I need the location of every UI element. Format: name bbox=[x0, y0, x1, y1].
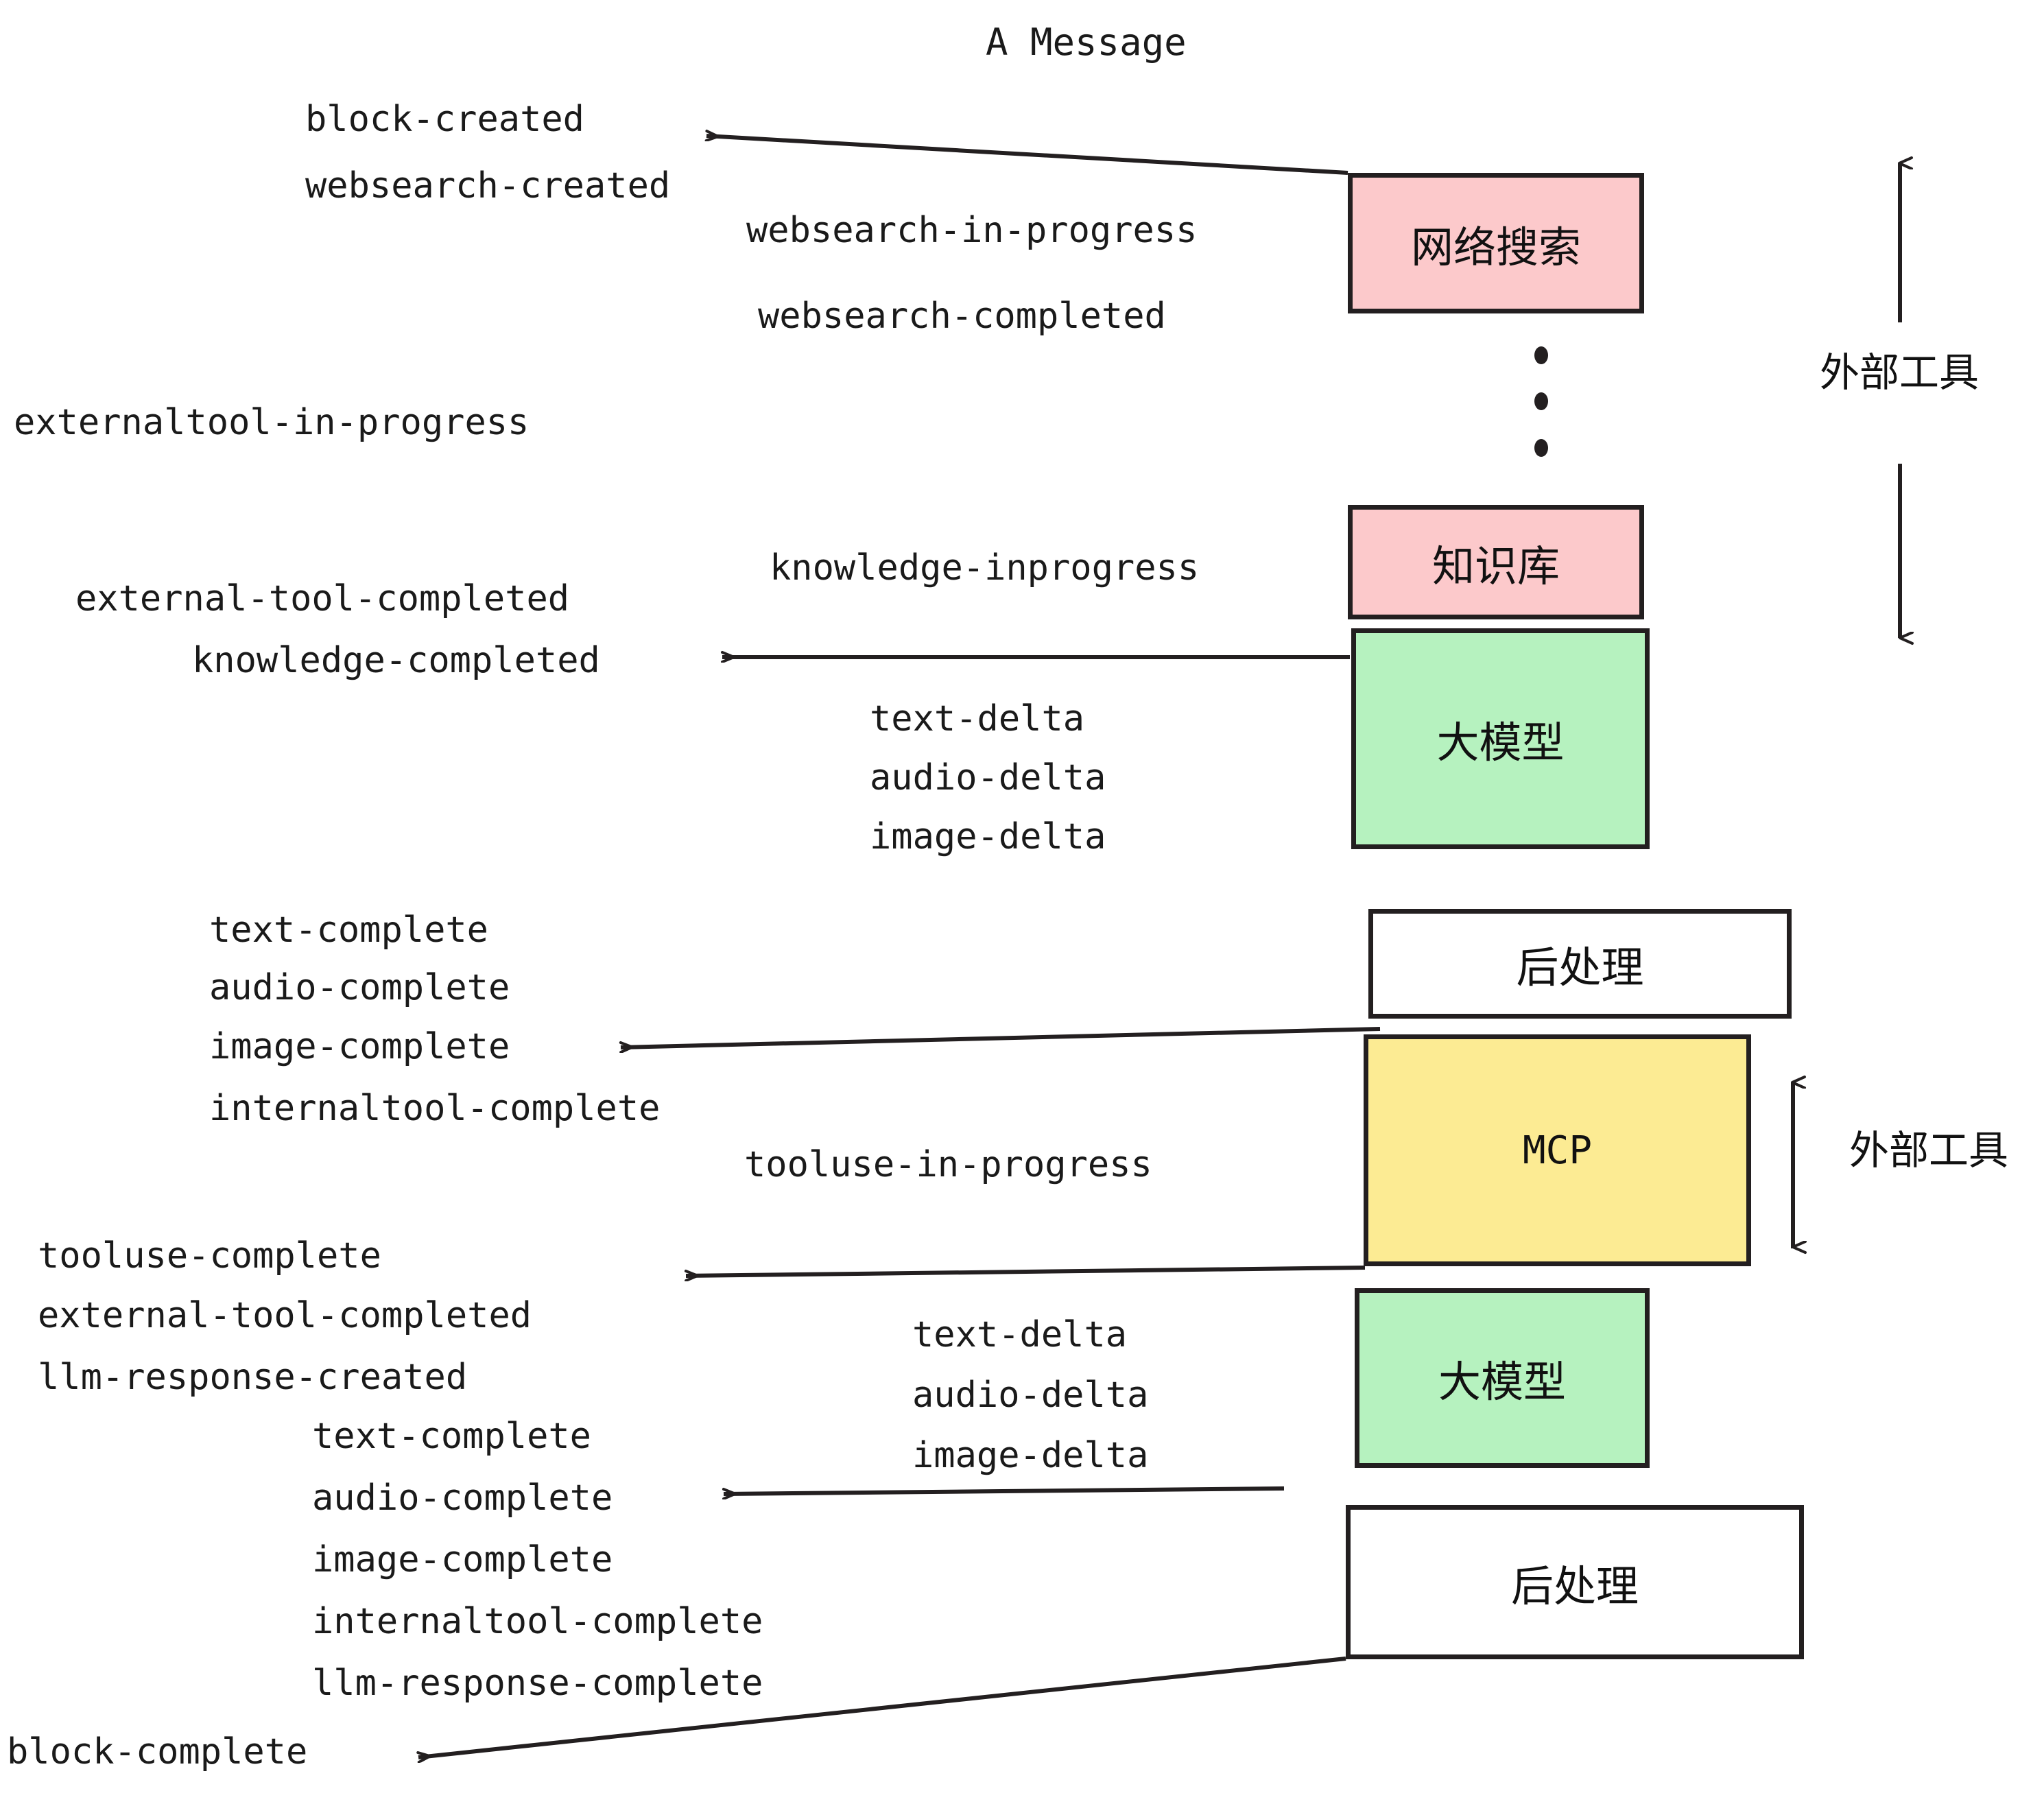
side-label-external-tool-lower: 外部工具 bbox=[1849, 1127, 2009, 1174]
event-websearch-in-progress: websearch-in-progress bbox=[746, 210, 1198, 251]
event-external-tool-completed-2: external-tool-completed bbox=[38, 1295, 532, 1336]
event-llm-response-complete: llm-response-complete bbox=[312, 1663, 763, 1704]
ellipsis-dot-2 bbox=[1534, 392, 1548, 410]
box-websearch-label: 网络搜索 bbox=[1410, 222, 1581, 272]
event-text-delta-1: text-delta bbox=[870, 698, 1085, 739]
event-knowledge-inprogress: knowledge-inprogress bbox=[770, 547, 1200, 589]
box-knowledge-label: 知识库 bbox=[1431, 541, 1560, 591]
box-llm-1[interactable]: 大模型 bbox=[1351, 628, 1650, 849]
event-image-delta-2: image-delta bbox=[912, 1435, 1149, 1476]
event-text-complete-2: text-complete bbox=[312, 1416, 591, 1457]
box-mcp[interactable]: MCP bbox=[1364, 1034, 1751, 1266]
event-image-complete-2: image-complete bbox=[312, 1539, 613, 1580]
box-knowledge[interactable]: 知识库 bbox=[1348, 505, 1644, 619]
side-label-external-tool-upper: 外部工具 bbox=[1820, 349, 1980, 396]
event-image-delta-1: image-delta bbox=[870, 816, 1106, 857]
event-internaltool-complete-1: internaltool-complete bbox=[209, 1088, 661, 1129]
event-websearch-completed: websearch-completed bbox=[758, 296, 1166, 337]
event-text-complete-1: text-complete bbox=[209, 910, 488, 951]
ellipsis-dot-1 bbox=[1534, 346, 1548, 364]
event-knowledge-completed: knowledge-completed bbox=[192, 640, 600, 681]
event-audio-complete-2: audio-complete bbox=[312, 1477, 613, 1519]
event-llm-response-created: llm-response-created bbox=[38, 1357, 468, 1398]
event-block-complete: block-complete bbox=[7, 1731, 308, 1772]
ellipsis-dot-3 bbox=[1534, 439, 1548, 457]
box-postprocess-2[interactable]: 后处理 bbox=[1346, 1505, 1804, 1659]
event-externaltool-in-progress: externaltool-in-progress bbox=[14, 402, 530, 443]
arrow-websearch-to-block-created bbox=[706, 136, 1348, 175]
box-postprocess-1[interactable]: 后处理 bbox=[1368, 909, 1792, 1019]
event-tooluse-in-progress: tooluse-in-progress bbox=[744, 1144, 1152, 1185]
event-audio-delta-1: audio-delta bbox=[870, 757, 1106, 798]
box-llm-1-label: 大模型 bbox=[1436, 717, 1565, 768]
event-tooluse-complete: tooluse-complete bbox=[38, 1235, 381, 1277]
box-llm-2-label: 大模型 bbox=[1438, 1357, 1566, 1407]
box-websearch[interactable]: 网络搜索 bbox=[1348, 173, 1644, 313]
box-llm-2[interactable]: 大模型 bbox=[1355, 1288, 1650, 1468]
diagram-title: A Message bbox=[986, 21, 1187, 64]
box-postprocess-2-label: 后处理 bbox=[1510, 1560, 1639, 1611]
event-block-created: block-created bbox=[305, 99, 584, 140]
event-image-complete-1: image-complete bbox=[209, 1026, 510, 1067]
event-text-delta-2: text-delta bbox=[912, 1314, 1128, 1355]
event-audio-delta-2: audio-delta bbox=[912, 1375, 1149, 1416]
box-postprocess-1-label: 后处理 bbox=[1516, 942, 1644, 993]
event-internaltool-complete-2: internaltool-complete bbox=[312, 1601, 763, 1642]
event-external-tool-completed-1: external-tool-completed bbox=[75, 578, 570, 619]
arrow-mcp-to-tooluse-complete bbox=[686, 1266, 1366, 1276]
event-audio-complete-1: audio-complete bbox=[209, 967, 510, 1008]
event-websearch-created: websearch-created bbox=[305, 165, 671, 206]
arrow-postprocess1-to-image-complete bbox=[621, 1027, 1381, 1047]
arrow-llm2-to-audio-complete bbox=[724, 1486, 1285, 1494]
box-mcp-label: MCP bbox=[1522, 1128, 1593, 1173]
